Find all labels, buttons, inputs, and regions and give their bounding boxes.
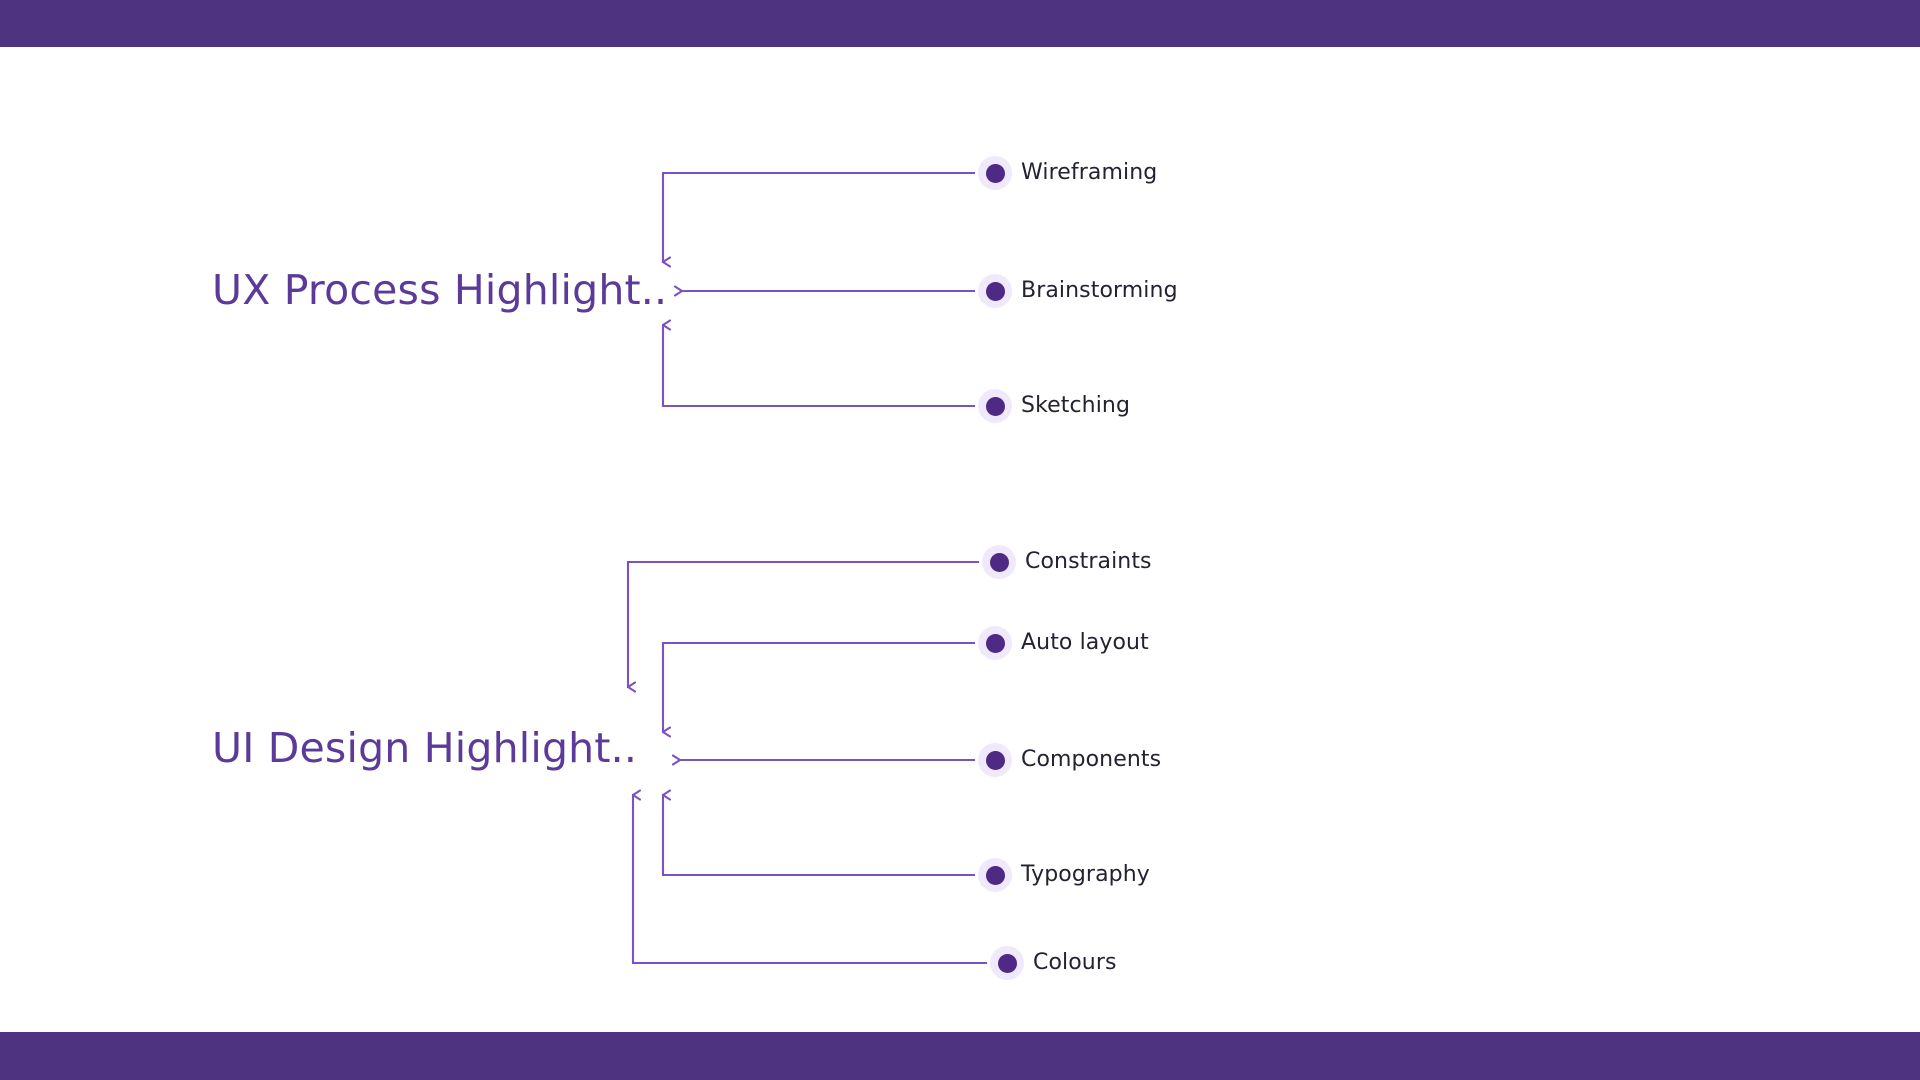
leaf-node-colours[interactable]: Colours	[990, 946, 1117, 980]
leaf-node-constraints[interactable]: Constraints	[982, 545, 1152, 579]
leaf-label-auto-layout: Auto layout	[1021, 630, 1149, 655]
node-dot-icon	[982, 545, 1016, 579]
leaf-node-sketching[interactable]: Sketching	[978, 389, 1130, 423]
leaf-label-sketching: Sketching	[1021, 393, 1131, 418]
node-dot-icon	[978, 626, 1012, 660]
leaf-label-colours: Colours	[1033, 950, 1117, 975]
group-title-ux-process: UX Process Highlight..	[212, 266, 668, 314]
leaf-label-typography: Typography	[1021, 862, 1150, 887]
leaf-label-components: Components	[1021, 747, 1162, 772]
node-dot-icon	[978, 156, 1012, 190]
leaf-label-constraints: Constraints	[1025, 549, 1152, 574]
bottom-accent-band	[0, 1032, 1920, 1080]
leaf-node-typography[interactable]: Typography	[978, 858, 1150, 892]
node-dot-icon	[978, 743, 1012, 777]
leaf-node-wireframing[interactable]: Wireframing	[978, 156, 1157, 190]
group-title-ui-design: UI Design Highlight..	[212, 724, 638, 772]
node-dot-icon	[978, 858, 1012, 892]
diagram-area	[0, 47, 1920, 1032]
node-dot-icon	[978, 274, 1012, 308]
leaf-node-brainstorming[interactable]: Brainstorming	[978, 274, 1178, 308]
leaf-node-auto-layout[interactable]: Auto layout	[978, 626, 1149, 660]
node-dot-icon	[990, 946, 1024, 980]
top-accent-band	[0, 0, 1920, 47]
node-dot-icon	[978, 389, 1012, 423]
leaf-label-wireframing: Wireframing	[1021, 160, 1158, 185]
leaf-node-components[interactable]: Components	[978, 743, 1161, 777]
leaf-label-brainstorming: Brainstorming	[1021, 278, 1178, 303]
